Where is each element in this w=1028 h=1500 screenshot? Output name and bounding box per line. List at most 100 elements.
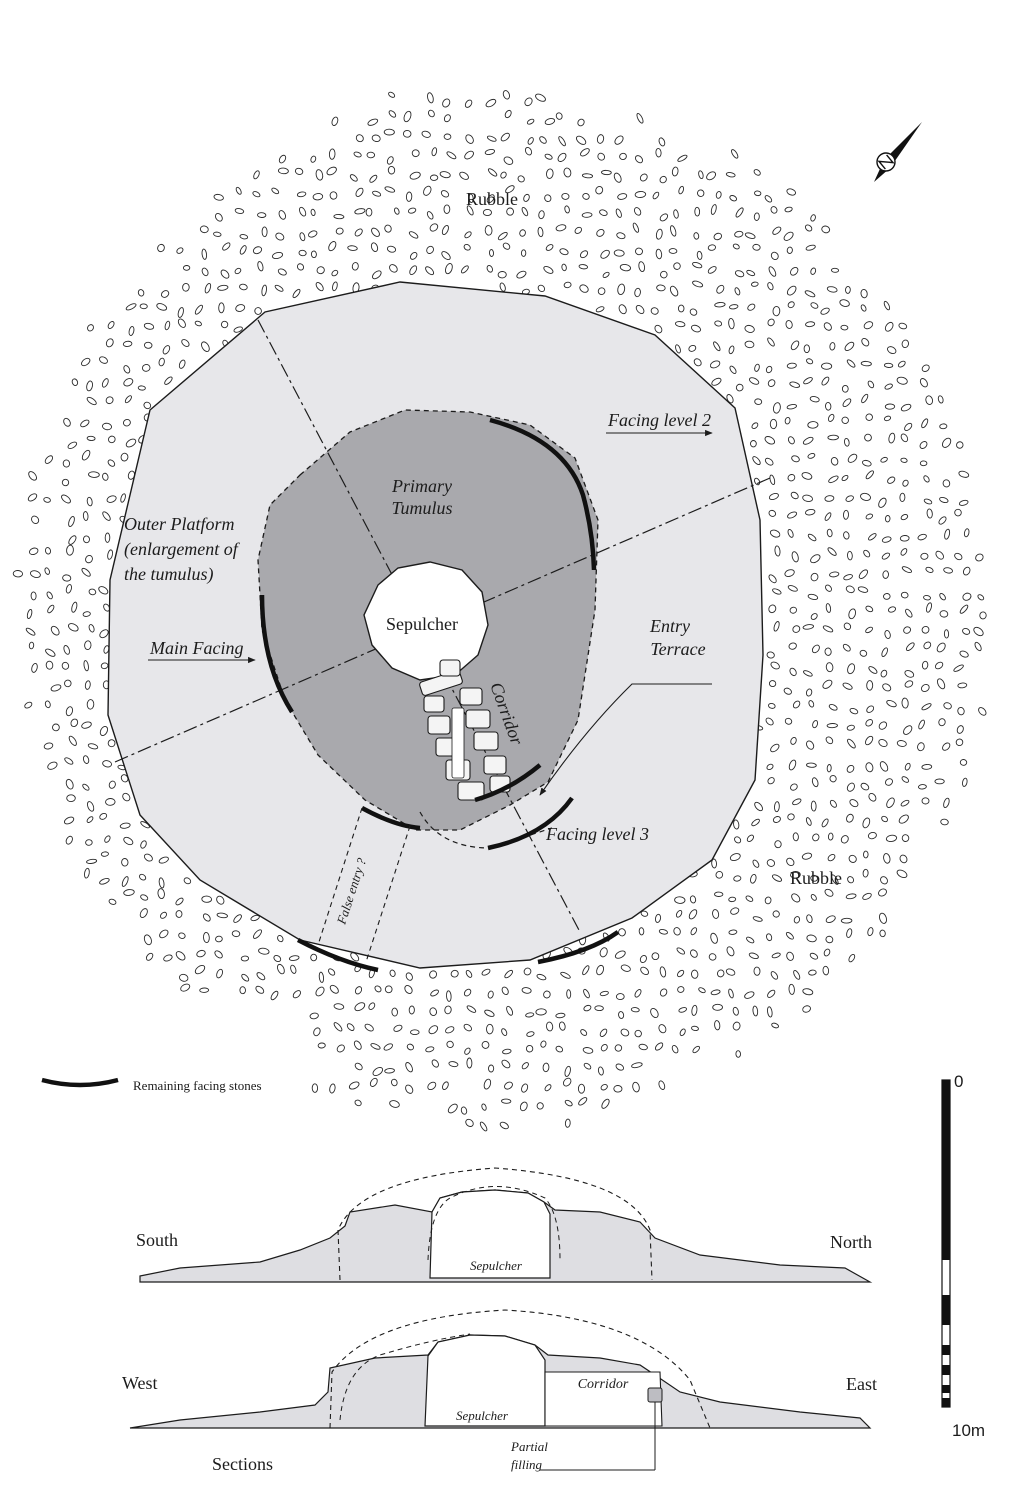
rubble-pebble [673,262,681,270]
rubble-pebble [26,608,33,620]
rubble-pebble [878,888,887,897]
rubble-pebble [311,1083,319,1093]
rubble-pebble [310,208,316,217]
rubble-pebble [767,1006,773,1018]
rubble-pebble [865,513,874,520]
rubble-pebble [602,271,610,278]
rubble-pebble [310,155,317,163]
rubble-pebble [464,231,472,239]
rubble-pebble [973,626,984,637]
rubble-pebble [713,341,721,352]
rubble-pebble [524,146,533,156]
rubble-pebble [958,499,969,506]
rubble-pebble [27,493,38,502]
rubble-pebble [429,1007,437,1017]
rubble-pebble [865,719,874,727]
label-sepulcher: Sepulcher [386,614,458,634]
rubble-pebble [734,836,742,844]
rubble-pebble [765,717,774,726]
rubble-pebble [900,514,909,521]
rubble-pebble [823,322,832,331]
rubble-pebble [886,797,895,808]
rubble-pebble [789,381,801,388]
rubble-pebble [937,395,944,404]
rubble-pebble [845,893,857,900]
rubble-pebble [677,969,685,978]
rubble-pebble [925,395,934,405]
rubble-pebble [390,1078,398,1087]
rubble-pebble [278,210,287,220]
rubble-pebble [525,1012,535,1018]
rubble-pebble [407,207,417,214]
rubble-pebble [845,285,851,294]
rubble-pebble [299,206,307,217]
rubble-pebble [87,801,95,812]
rubble-pebble [128,326,135,336]
rubble-pebble [821,818,829,828]
rubble-pebble [67,441,78,449]
rubble-pebble [830,267,840,273]
rubble-pebble [880,669,888,678]
rubble-pebble [465,1118,474,1127]
rubble-pebble [544,118,556,125]
rubble-pebble [846,359,856,368]
rubble-pebble [43,497,51,503]
rubble-pebble [790,783,798,791]
facing-arc-level2-north [489,417,597,571]
rubble-pebble [786,362,797,369]
rubble-pebble [503,156,514,165]
rubble-pebble [864,735,874,746]
rubble-pebble [250,914,260,922]
rubble-pebble [261,284,267,297]
rubble-pebble [808,969,817,976]
rubble-pebble [235,304,246,312]
rubble-pebble [158,877,165,889]
rubble-pebble [726,946,735,957]
rubble-pebble [501,1028,508,1036]
rubble-pebble [31,515,40,524]
rubble-pebble [693,232,700,240]
rubble-pebble [499,282,506,292]
rubble-pebble [638,261,646,272]
rubble-pebble [182,282,190,292]
rubble-pebble [788,983,795,995]
rubble-pebble [156,303,168,311]
rubble-pebble [99,812,108,820]
rubble-pebble [900,433,909,443]
rubble-pebble [328,241,337,252]
rubble-pebble [405,972,413,981]
rubble-pebble [442,1081,449,1090]
rubble-pebble [600,249,610,259]
rubble-pebble [427,92,434,104]
rubble-pebble [939,423,948,430]
rubble-pebble [919,441,928,449]
rubble-pebble [843,437,850,447]
rubble-pebble [774,840,782,849]
rubble-pebble [863,850,869,859]
rubble-pebble [675,344,681,354]
rubble-pebble [864,433,872,442]
rubble-pebble [809,952,819,960]
arrow-facing-level-3 [539,683,712,796]
rubble-pebble [883,300,891,311]
rubble-pebble [900,591,909,599]
rubble-pebble [842,398,852,408]
rubble-pebble [843,622,852,631]
rubble-pebble [459,171,469,180]
rubble-pebble [805,688,813,697]
rubble-pebble [107,739,116,748]
rubble-pebble [920,683,930,693]
rubble-pebble [88,588,97,596]
rubble-pebble [62,459,71,468]
we-label-sepulcher: Sepulcher [456,1408,509,1423]
rubble-pebble [786,188,796,196]
rubble-pebble [617,193,628,200]
rubble-pebble [465,134,474,144]
rubble-pebble [68,535,77,545]
rubble-pebble [143,341,153,349]
rubble-pebble [766,859,776,867]
rubble-pebble [809,396,820,403]
rubble-pebble [439,171,451,179]
rubble-pebble [769,529,781,538]
rubble-pebble [678,1007,688,1013]
